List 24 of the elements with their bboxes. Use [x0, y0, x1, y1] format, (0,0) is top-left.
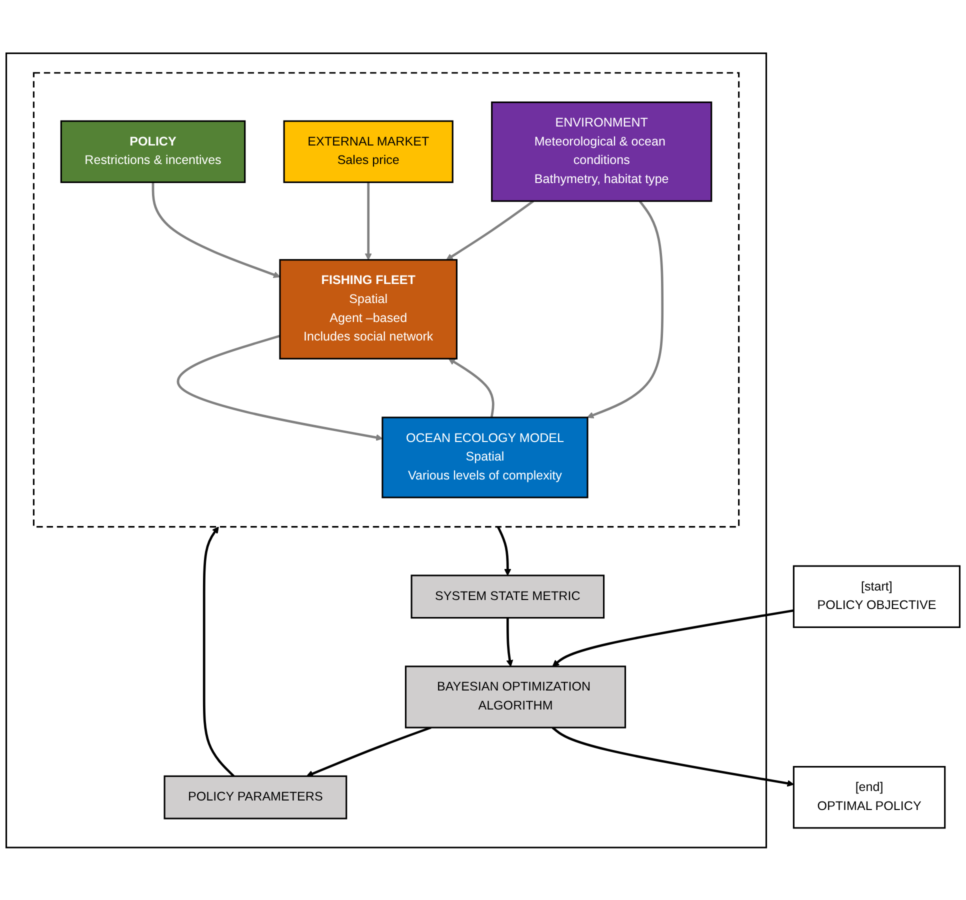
- node-box: POLICY PARAMETERS: [164, 774, 348, 819]
- cluster: [32, 72, 740, 528]
- node-box: POLICY Restrictions & incentives: [60, 120, 246, 183]
- arrow: [177, 334, 383, 441]
- node-box: [end] OPTIMAL POLICY: [792, 766, 946, 828]
- arrow: [364, 182, 372, 260]
- node-box: ENVIRONMENT Meteorological & ocean conditions Bathymetry, habitat type: [491, 101, 712, 202]
- arrow: [448, 358, 494, 418]
- arrow: [496, 526, 512, 576]
- node-box: EXTERNAL MARKET Sales price: [283, 120, 454, 183]
- arrow: [152, 182, 280, 278]
- arrow: [552, 726, 794, 786]
- arrow: [506, 617, 514, 666]
- node-box: FISHING FLEET Spatial Agent –based Includes social network: [279, 258, 458, 360]
- arrow: [552, 608, 794, 666]
- cluster: [6, 52, 768, 848]
- arrow: [446, 200, 534, 260]
- node-box: BAYESIAN OPTIMIZATION ALGORITHM: [404, 665, 626, 728]
- arrow: [306, 726, 432, 777]
- node-box: OCEAN ECOLOGY MODEL Spatial Various levels of complexity: [382, 416, 588, 498]
- node-box: SYSTEM STATE METRIC: [410, 574, 605, 618]
- arrow: [202, 526, 235, 777]
- node-box: [start] POLICY OBJECTIVE: [792, 564, 960, 628]
- arrow: [586, 200, 664, 418]
